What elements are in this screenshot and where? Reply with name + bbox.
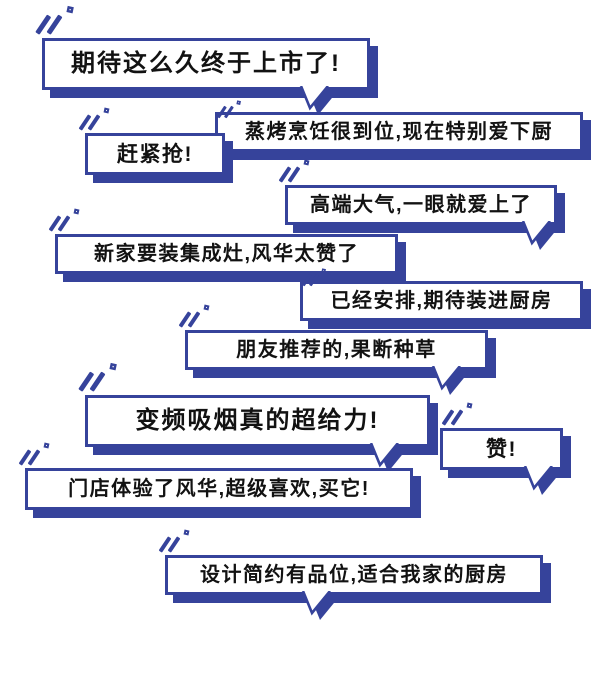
accent-marks-icon <box>78 362 123 397</box>
bubble-text: 赶紧抢! <box>117 142 193 166</box>
speech-bubble: 赞! <box>440 402 563 495</box>
accent-marks-icon <box>35 5 80 40</box>
speech-bubble: 期待这么久终于上市了! <box>35 5 370 115</box>
bubble-text: 赞! <box>486 437 517 461</box>
bubble-tail-icon <box>431 366 468 395</box>
speech-bubble: 高端大气,一眼就爱上了 <box>278 159 558 250</box>
speech-bubble: 新家要装集成灶,风华太赞了 <box>48 208 398 274</box>
square-icon <box>183 529 190 536</box>
square-icon <box>303 159 310 166</box>
bubble-text: 已经安排,期待装进厨房 <box>330 290 553 312</box>
speech-bubble: 蒸烤烹饪很到位,现在特别爱下厨 <box>215 100 583 152</box>
speech-bubble: 设计简约有品位,适合我家的厨房 <box>158 529 543 620</box>
square-icon <box>321 268 326 273</box>
square-icon <box>203 304 210 311</box>
square-icon <box>66 5 74 14</box>
square-icon <box>103 107 110 114</box>
bubble-text: 蒸烤烹饪很到位,现在特别爱下厨 <box>244 121 554 143</box>
accent-marks-icon <box>301 268 330 289</box>
bubble-tail-icon <box>301 591 338 620</box>
bubble-text: 门店体验了风华,超级喜欢,买它! <box>68 478 370 500</box>
speech-bubble: 变频吸烟真的超给力! <box>78 362 430 472</box>
accent-marks-icon <box>278 159 314 186</box>
square-icon <box>466 402 473 409</box>
square-icon <box>43 442 50 449</box>
square-icon <box>236 100 241 105</box>
bubble-text: 高端大气,一眼就爱上了 <box>309 194 533 216</box>
accent-marks-icon <box>441 402 477 429</box>
bubble-tail-icon <box>521 221 558 250</box>
bubble-text: 期待这么久终于上市了! <box>71 50 341 77</box>
accent-marks-icon <box>18 442 54 469</box>
bubble-text: 朋友推荐的,果断种草 <box>236 339 437 361</box>
speech-bubble: 已经安排,期待装进厨房 <box>300 268 583 321</box>
bubble-text: 新家要装集成灶,风华太赞了 <box>93 243 360 265</box>
bubble-text: 变频吸烟真的超给力! <box>135 407 380 434</box>
bubble-text: 设计简约有品位,适合我家的厨房 <box>199 564 509 586</box>
speech-bubble: 赶紧抢! <box>78 107 225 175</box>
bubble-tail-icon <box>523 466 560 495</box>
accent-marks-icon <box>178 304 214 331</box>
speech-bubble: 门店体验了风华,超级喜欢,买它! <box>18 442 413 510</box>
accent-marks-icon <box>48 208 84 235</box>
accent-marks-icon <box>158 529 194 556</box>
accent-marks-icon <box>216 100 245 121</box>
square-icon <box>73 208 80 215</box>
square-icon <box>109 362 117 371</box>
speech-bubble: 朋友推荐的,果断种草 <box>178 304 488 395</box>
accent-marks-icon <box>78 107 114 134</box>
